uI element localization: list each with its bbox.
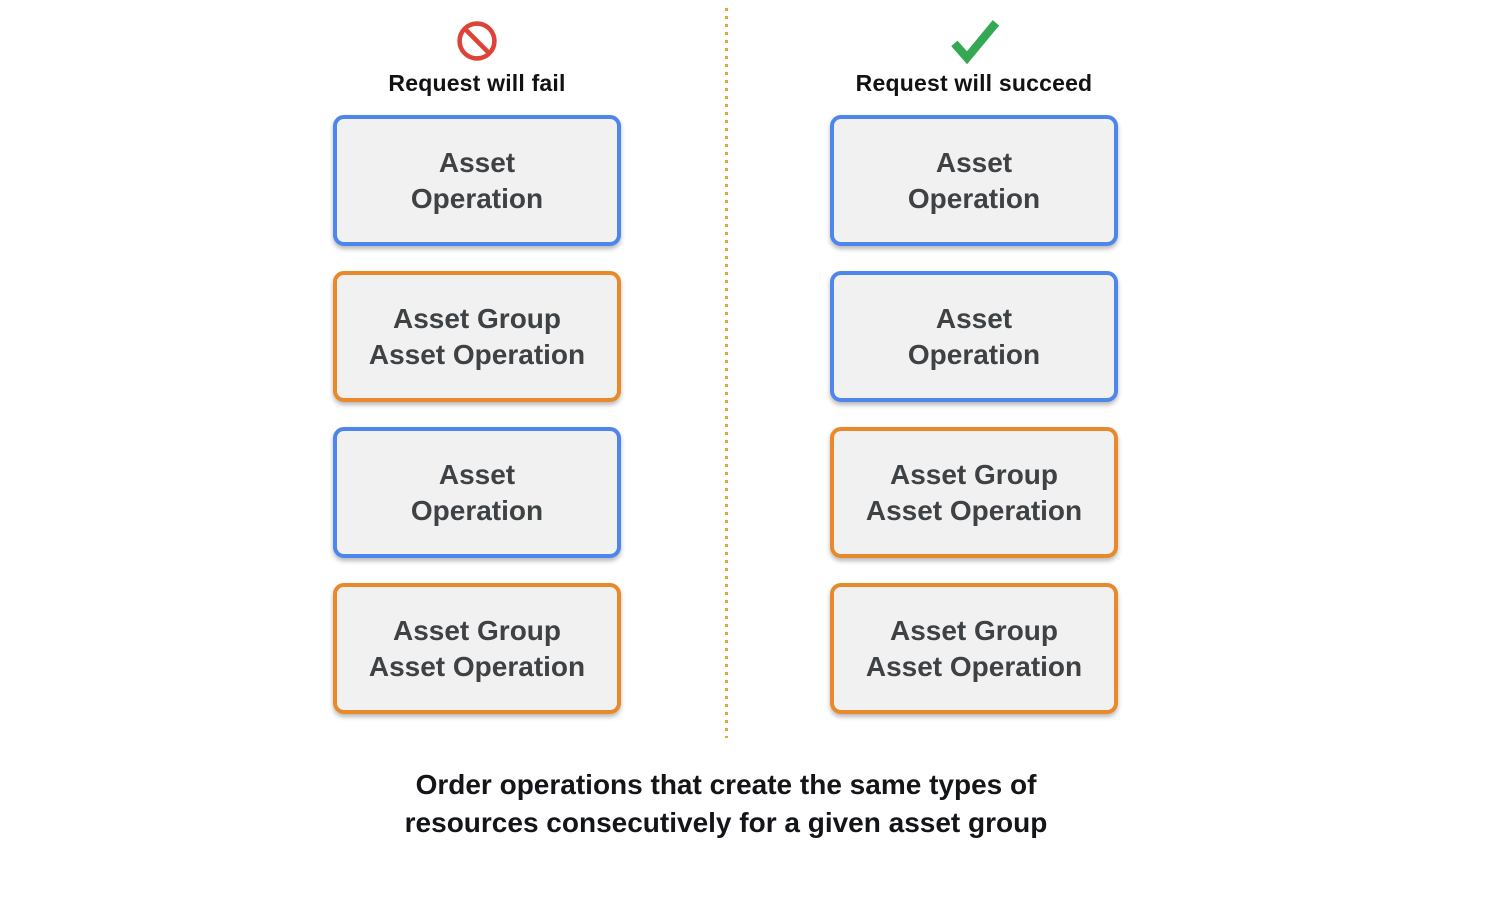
box-label-line: Asset: [438, 146, 516, 178]
operation-box: Asset Operation: [830, 115, 1118, 246]
operation-box: Asset Group Asset Operation: [830, 427, 1118, 558]
operation-box: Asset Group Asset Operation: [830, 583, 1118, 714]
operation-box: Asset Group Asset Operation: [333, 583, 621, 714]
box-label-line: Operation: [907, 338, 1041, 370]
dotted-divider: [725, 8, 728, 738]
operation-box: Asset Operation: [333, 115, 621, 246]
fail-column-header: Request will fail: [388, 70, 566, 96]
box-label-line: Asset Operation: [368, 650, 586, 682]
operation-box: Asset Operation: [830, 271, 1118, 402]
box-label-line: Asset Group: [889, 614, 1059, 646]
box-label-line: Asset: [935, 146, 1013, 178]
box-label-line: Asset: [935, 302, 1013, 334]
succeed-column-header: Request will succeed: [855, 70, 1093, 96]
box-label-line: Asset Operation: [865, 650, 1083, 682]
box-label-line: Asset Operation: [368, 338, 586, 370]
box-label-line: Asset Group: [889, 458, 1059, 490]
caption-line-1: Order operations that create the same ty…: [415, 769, 1037, 800]
box-label-line: Asset Group: [392, 614, 562, 646]
box-label-line: Operation: [907, 182, 1041, 214]
succeed-column: Request will succeed Asset Operation Ass…: [830, 14, 1118, 714]
operation-box: Asset Group Asset Operation: [333, 271, 621, 402]
fail-column: Request will fail Asset Operation Asset …: [333, 14, 621, 714]
operation-box: Asset Operation: [333, 427, 621, 558]
caption-line-2: resources consecutively for a given asse…: [404, 807, 1048, 838]
box-label-line: Operation: [410, 182, 544, 214]
box-label-line: Asset: [438, 458, 516, 490]
box-label-line: Asset Operation: [865, 494, 1083, 526]
box-label-line: Asset Group: [392, 302, 562, 334]
box-label-line: Operation: [410, 494, 544, 526]
succeed-box-stack: Asset Operation Asset Operation Asset Gr…: [830, 115, 1118, 714]
prohibition-icon: [455, 14, 499, 68]
check-icon: [946, 14, 1002, 68]
fail-box-stack: Asset Operation Asset Group Asset Operat…: [333, 115, 621, 714]
diagram-caption: Order operations that create the same ty…: [0, 766, 1452, 842]
